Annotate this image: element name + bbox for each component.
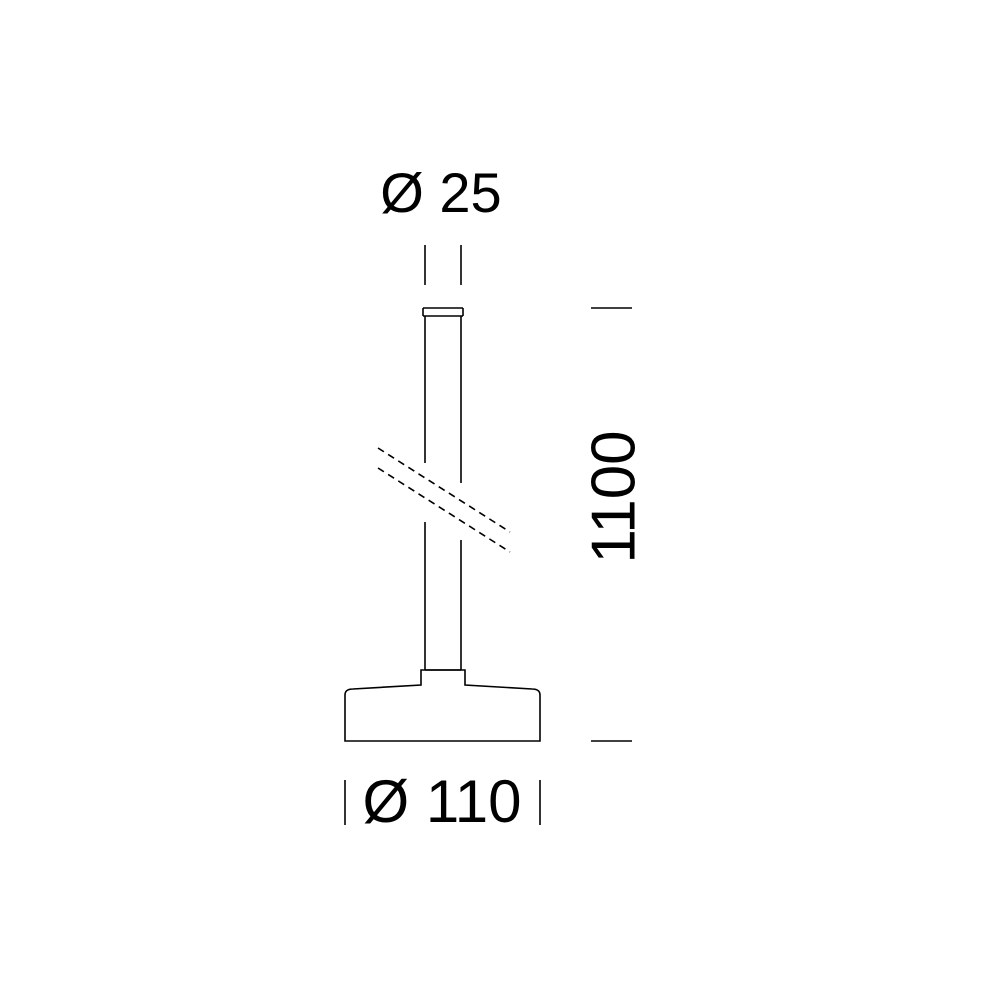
base-diameter-label: Ø 110	[363, 768, 522, 835]
height-ticks	[591, 307, 632, 742]
top-diameter-label: Ø 25	[380, 161, 501, 224]
top-diameter-ticks	[424, 245, 462, 285]
base-diameter-ticks	[344, 780, 541, 825]
base	[344, 669, 541, 742]
pole	[422, 307, 464, 670]
break-lines	[377, 447, 511, 553]
height-label: 1100	[580, 430, 649, 563]
